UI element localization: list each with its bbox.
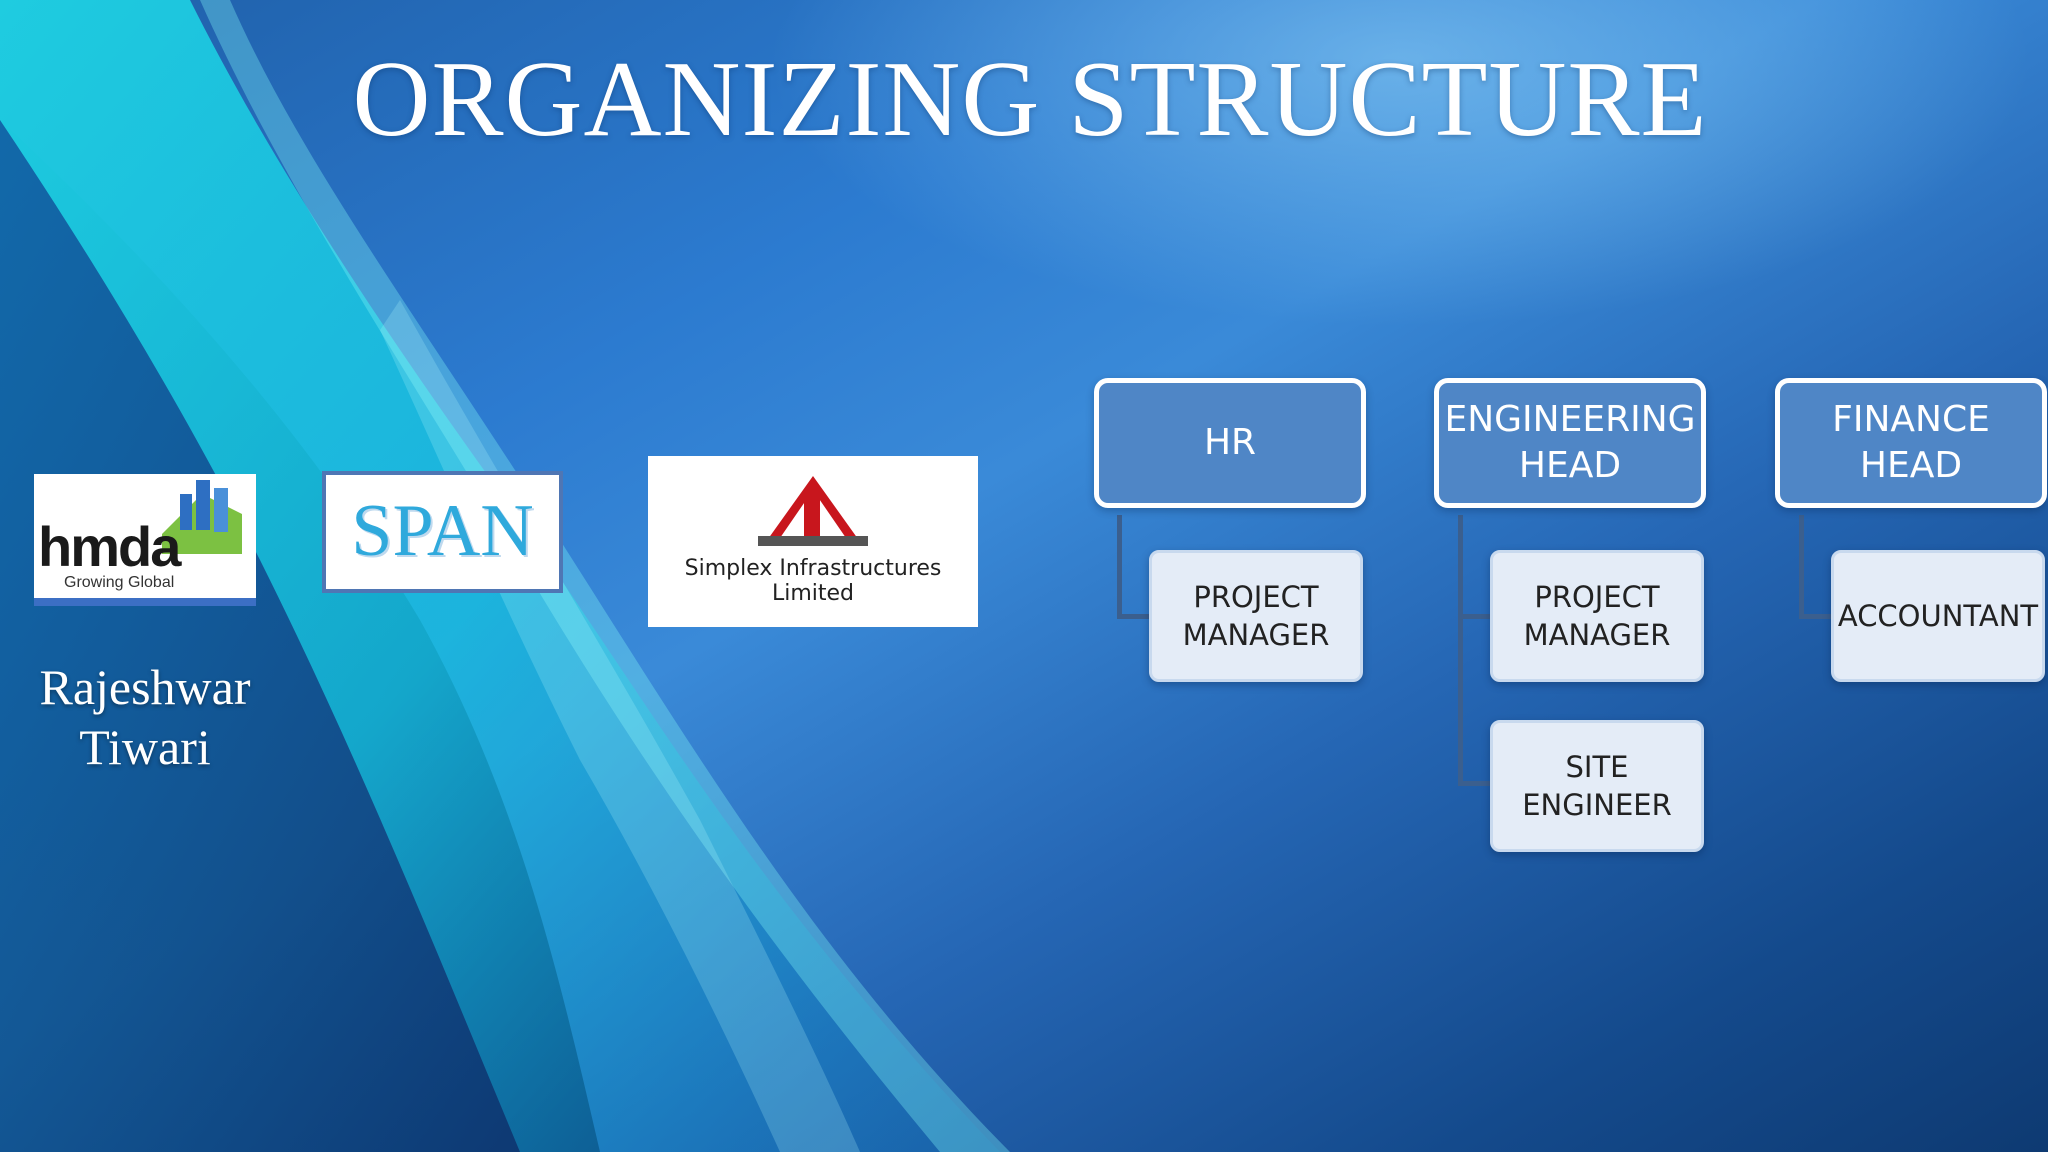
org-head-engineering: ENGINEERING HEAD xyxy=(1434,378,1706,508)
hmda-logo: hmda Growing Global xyxy=(34,474,256,606)
org-head-finance: FINANCE HEAD xyxy=(1775,378,2047,508)
org-report-finance-accountant: ACCOUNTANT xyxy=(1831,550,2045,682)
connector-eng xyxy=(1458,515,1463,786)
slide-title: ORGANIZING STRUCTURE xyxy=(352,40,1708,159)
org-report-eng-project-manager: PROJECT MANAGER xyxy=(1490,550,1704,682)
connector-hr xyxy=(1117,515,1122,619)
hmda-house-icon xyxy=(162,480,242,554)
connector-hr-pm xyxy=(1117,614,1149,619)
hmda-bar xyxy=(34,598,256,606)
simplex-wordmark: Simplex Infrastructures Limited xyxy=(684,556,942,606)
org-report-hr-project-manager: PROJECT MANAGER xyxy=(1149,550,1363,682)
connector-eng-pm xyxy=(1458,614,1490,619)
span-wordmark: SPAN xyxy=(351,490,534,572)
hmda-wordmark: hmda xyxy=(38,515,181,578)
connector-fin-acc xyxy=(1799,614,1831,619)
presenter-name: Rajeshwar Tiwari xyxy=(39,659,251,775)
org-report-eng-site-engineer: SITE ENGINEER xyxy=(1490,720,1704,852)
simplex-emblem-icon xyxy=(758,476,868,546)
org-head-hr: HR xyxy=(1094,378,1366,508)
connector-fin xyxy=(1799,515,1804,619)
connector-eng-se xyxy=(1458,781,1490,786)
span-logo: SPAN xyxy=(322,471,563,593)
hmda-tagline: Growing Global xyxy=(64,574,175,591)
simplex-logo: Simplex Infrastructures Limited xyxy=(648,456,978,627)
